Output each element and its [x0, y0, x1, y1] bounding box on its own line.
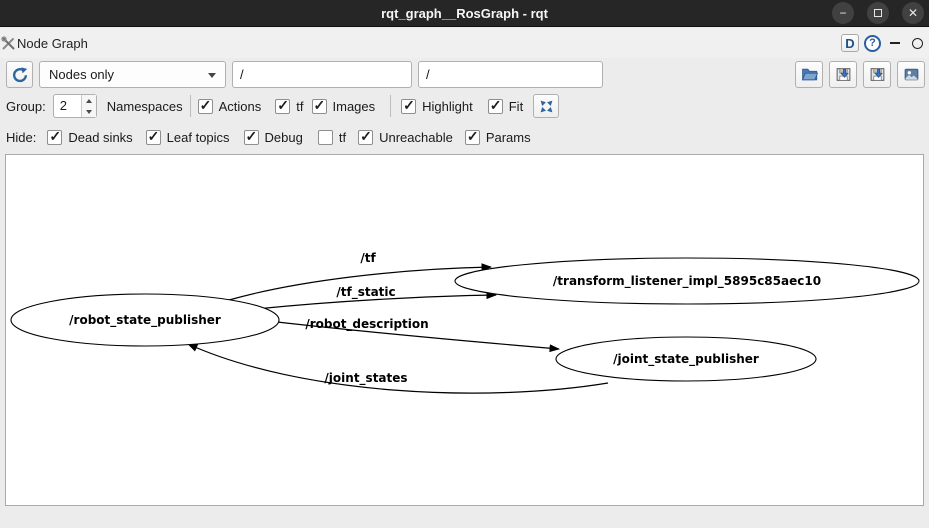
graph-toolbar: Nodes only [0, 58, 929, 91]
help-icon: ? [869, 37, 876, 49]
checkbox-icon [401, 97, 417, 114]
group-value: 2 [59, 98, 67, 113]
hide-row: Hide: Dead sinks Leaf topics Debug tf Un… [0, 122, 929, 152]
window-maximize-button[interactable] [867, 2, 889, 24]
window-close-button[interactable]: ✕ [902, 2, 924, 24]
checkbox-icon [243, 128, 259, 145]
save-disk-icon [870, 68, 884, 81]
refresh-icon [12, 66, 27, 82]
plugin-titlebar: Node Graph D ? [0, 28, 929, 58]
close-icon: ✕ [907, 6, 919, 20]
highlight-label: Highlight [422, 98, 473, 114]
spinner-arrows[interactable] [80, 95, 96, 117]
image-icon [904, 68, 918, 81]
window-titlebar: rqt_graph__RosGraph - rqt − ✕ [0, 0, 929, 27]
graph-node-label: /robot_state_publisher [69, 313, 221, 328]
save-dot-button[interactable] [829, 61, 857, 88]
graph-edge-joint_states[interactable] [187, 343, 609, 394]
d-button-label: D [845, 35, 855, 51]
hide-tf-label: tf [338, 129, 347, 145]
checkbox-icon [358, 128, 374, 145]
checkbox-icon [311, 97, 327, 114]
dead-sinks-checkbox[interactable]: Dead sinks [47, 128, 133, 145]
unreachable-label: Unreachable [379, 129, 453, 145]
node-graph-svg: /tf/tf_static/robot_description/joint_st… [10, 251, 920, 394]
tf-checkbox[interactable]: tf [275, 97, 304, 114]
hide-label: Hide: [6, 129, 37, 145]
separator [390, 95, 392, 117]
debug-label: Debug [264, 129, 303, 145]
graph-type-select[interactable]: Nodes only [39, 61, 226, 88]
actions-label: Actions [218, 98, 262, 114]
checkbox-icon [197, 97, 213, 114]
actions-checkbox[interactable]: Actions [197, 97, 262, 114]
checkbox-icon [145, 128, 161, 145]
graph-edge-tf[interactable] [228, 263, 492, 301]
checkbox-icon [47, 128, 63, 145]
images-checkbox[interactable]: Images [311, 97, 376, 114]
namespaces-label: Namespaces [106, 98, 183, 114]
checkbox-icon [275, 97, 291, 114]
unreachable-checkbox[interactable]: Unreachable [358, 128, 453, 145]
separator [189, 95, 191, 117]
graph-type-value: Nodes only [49, 67, 115, 82]
dock-d-button[interactable]: D [841, 34, 859, 52]
plugin-title: Node Graph [17, 35, 88, 51]
plugin-float-button[interactable] [912, 37, 923, 49]
fit-in-view-button[interactable] [533, 94, 560, 118]
debug-checkbox[interactable]: Debug [243, 128, 303, 145]
images-label: Images [332, 98, 376, 114]
highlight-checkbox[interactable]: Highlight [401, 97, 473, 114]
graph-edge-label: /joint_states [324, 371, 407, 386]
checkbox-icon [487, 97, 503, 114]
node-filter-input[interactable] [232, 61, 412, 88]
graph-edge-label: /tf_static [336, 285, 395, 300]
topic-filter-input[interactable] [418, 61, 603, 88]
plugin-minimize-button[interactable] [890, 42, 900, 44]
options-row: Group: 2 Namespaces Actions tf Images Hi… [0, 90, 929, 122]
save-disk-icon [836, 68, 850, 81]
group-spinbox[interactable]: 2 [52, 94, 97, 118]
chevron-down-icon [208, 73, 216, 78]
save-image-button[interactable] [897, 61, 925, 88]
graph-canvas[interactable]: /tf/tf_static/robot_description/joint_st… [5, 154, 924, 506]
leaf-topics-label: Leaf topics [166, 129, 230, 145]
graph-edge-label: /robot_description [305, 317, 428, 332]
dead-sinks-label: Dead sinks [68, 129, 133, 145]
graph-node-transform_listener[interactable]: /transform_listener_impl_5895c85aec10 [454, 257, 920, 305]
fit-label: Fit [508, 98, 524, 114]
hide-tf-checkbox[interactable]: tf [317, 129, 347, 145]
params-checkbox[interactable]: Params [464, 128, 531, 145]
graph-node-label: /joint_state_publisher [613, 352, 759, 367]
leaf-topics-checkbox[interactable]: Leaf topics [145, 128, 230, 145]
graph-edge-robot_description[interactable] [276, 321, 560, 353]
window-minimize-button[interactable]: − [832, 2, 854, 24]
graph-edge-label: /tf [360, 251, 376, 265]
help-button[interactable]: ? [864, 34, 881, 52]
tf-label: tf [296, 98, 304, 114]
checkbox-icon [317, 129, 333, 145]
params-label: Params [485, 129, 531, 145]
maximize-icon [874, 9, 882, 17]
graph-node-label: /transform_listener_impl_5895c85aec10 [553, 274, 821, 289]
refresh-button[interactable] [6, 61, 33, 88]
save-svg-button[interactable] [863, 61, 891, 88]
graph-node-robot_state_publisher[interactable]: /robot_state_publisher [10, 293, 280, 347]
tools-icon [1, 35, 15, 49]
expand-arrows-icon [540, 100, 553, 112]
graph-node-joint_state_publisher[interactable]: /joint_state_publisher [555, 336, 817, 382]
minimize-icon: − [839, 6, 847, 20]
graph-edge-tf_static[interactable] [255, 291, 497, 310]
checkbox-icon [464, 128, 480, 145]
group-label: Group: [6, 98, 46, 114]
load-dot-button[interactable] [795, 61, 823, 88]
fit-checkbox[interactable]: Fit [487, 97, 524, 114]
window-title: rqt_graph__RosGraph - rqt [381, 6, 548, 21]
folder-open-icon [801, 68, 818, 81]
